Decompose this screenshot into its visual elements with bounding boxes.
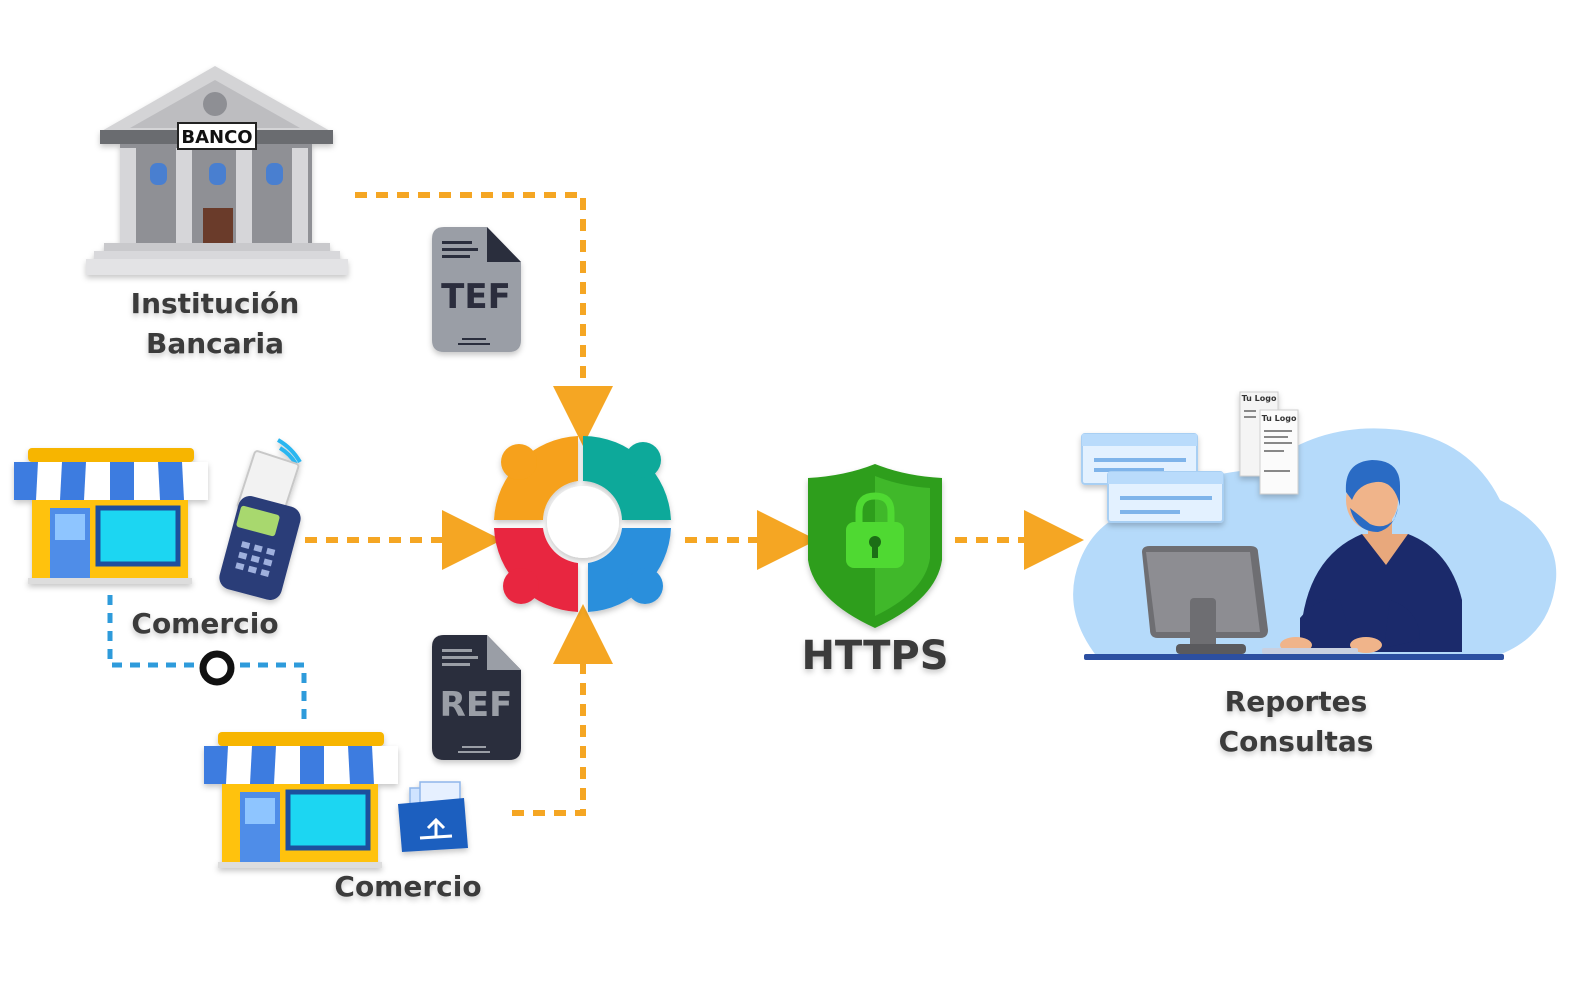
commerce-top-label: Comercio	[131, 607, 278, 640]
bank-building-icon	[86, 66, 348, 275]
reports-label-line1: Reportes	[1225, 685, 1368, 718]
bank-label-line2: Bancaria	[146, 327, 284, 360]
receipt-logo-text: Tu Logo	[1242, 394, 1277, 403]
hub-logo-icon	[494, 435, 671, 612]
person-icon	[1280, 460, 1462, 653]
tef-label: TEF	[441, 277, 511, 317]
upload-folder-icon	[398, 781, 468, 852]
bank-label-line1: Institución	[131, 287, 300, 320]
receipt-logo-text-2: Tu Logo	[1262, 414, 1297, 423]
shield-lock-icon	[808, 464, 942, 628]
reports-label-line2: Consultas	[1219, 725, 1374, 758]
commerce2-to-hub-arrow	[512, 604, 613, 816]
commerce-bottom-label: Comercio	[334, 870, 481, 903]
desk-surface	[1084, 654, 1504, 660]
bank-to-hub-arrow	[355, 192, 613, 446]
ref-document-icon	[432, 635, 521, 760]
keyboard-icon	[1262, 648, 1358, 654]
store-icon-bottom	[204, 732, 398, 868]
browser-window-icon	[1081, 433, 1224, 523]
pos-terminal-icon	[219, 438, 302, 600]
flow-arrows	[305, 192, 1084, 816]
reports-scene: Tu Logo Tu Logo	[1073, 391, 1557, 660]
store-icon-top	[14, 448, 208, 584]
https-label: HTTPS	[801, 633, 948, 679]
link-node-icon	[199, 650, 235, 686]
bank-sign	[177, 122, 257, 150]
monitor-icon	[1142, 546, 1268, 654]
ref-label: REF	[440, 685, 513, 725]
receipt-icon	[1239, 391, 1299, 495]
commerce-link	[107, 595, 307, 720]
tef-document-icon	[432, 227, 521, 352]
bank-sign-text: BANCO	[181, 127, 252, 148]
